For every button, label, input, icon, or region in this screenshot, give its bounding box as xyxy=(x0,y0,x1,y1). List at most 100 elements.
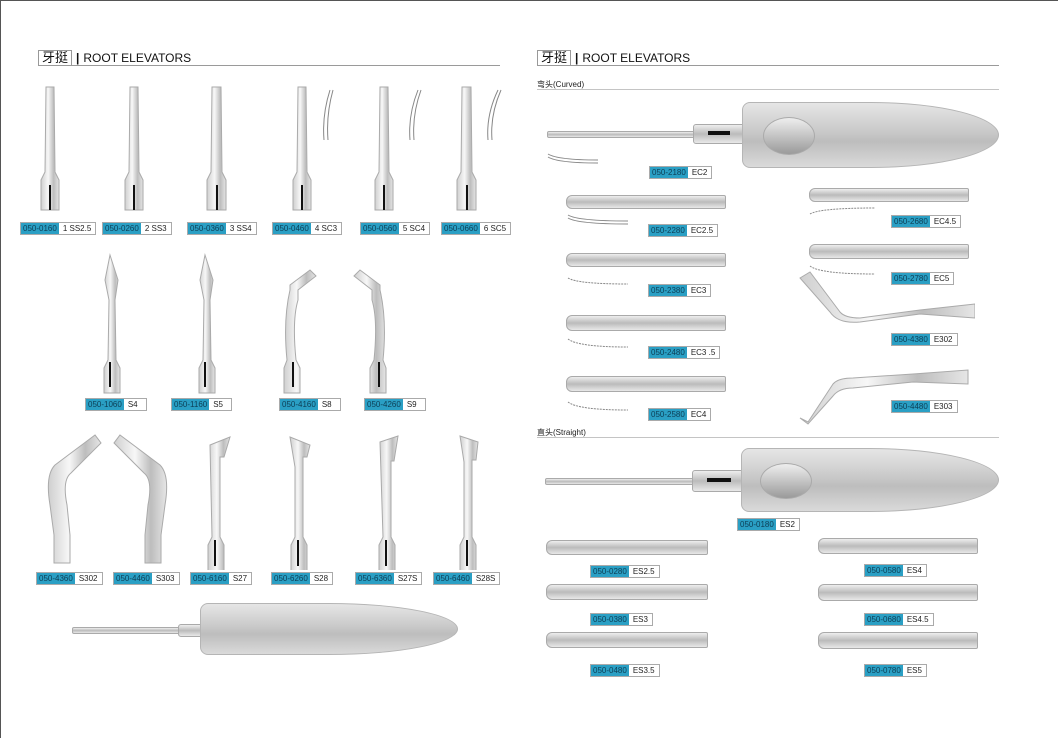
instrument-shaft xyxy=(546,632,708,648)
curved-tip-profile xyxy=(567,401,629,411)
product-code: 050-6460 xyxy=(434,573,472,584)
product-model: S8 xyxy=(321,400,332,409)
product-model: S302 xyxy=(78,574,98,583)
product-code: 050-0460 xyxy=(273,223,311,234)
product-model: S28 xyxy=(313,574,329,583)
product-code: 050-2280 xyxy=(649,225,687,236)
row1-instrument-images xyxy=(40,86,502,211)
product-code: 050-0680 xyxy=(865,614,903,625)
row3-instrument-images xyxy=(47,434,479,570)
curved-section-title: 弯头(Curved) xyxy=(537,80,585,89)
heading-separator: | xyxy=(76,51,80,65)
product-code: 050-2580 xyxy=(649,409,687,420)
product-model: 5 SC4 xyxy=(402,224,426,233)
product-model: ES4 xyxy=(906,566,922,575)
product-code: 050-2680 xyxy=(892,216,930,227)
product-code: 050-4160 xyxy=(280,399,318,410)
product-code: 050-0360 xyxy=(188,223,226,234)
product-code: 050-0160 xyxy=(21,223,59,234)
product-model: 4 SC3 xyxy=(314,224,338,233)
curved-tip-profile xyxy=(809,265,876,275)
product-model: S27 xyxy=(232,574,248,583)
instrument-shaft xyxy=(809,244,969,259)
product-model: ES4.5 xyxy=(906,615,929,624)
right-heading: 牙挺 | ROOT ELEVATORS xyxy=(537,50,690,66)
product-code: 050-2380 xyxy=(649,285,687,296)
product-model: EC2.5 xyxy=(690,226,714,235)
product-model: EC4 xyxy=(690,410,707,419)
instrument-shaft xyxy=(566,376,726,392)
instrument-shaft xyxy=(818,632,978,649)
instrument-shaft xyxy=(566,195,726,209)
product-model: ES5 xyxy=(906,666,922,675)
product-code: 050-0260 xyxy=(103,223,141,234)
product-code: 050-4380 xyxy=(892,334,930,345)
instrument-shaft xyxy=(809,188,969,202)
row2-instrument-images xyxy=(103,253,387,394)
angled-instrument-e302 xyxy=(799,271,975,323)
product-model: EC3 .5 xyxy=(690,348,716,357)
curved-tip-profile xyxy=(567,214,629,225)
product-model: S28S xyxy=(475,574,496,583)
heading-separator: | xyxy=(575,51,579,65)
straight-rule xyxy=(537,437,999,438)
curved-tip-profile xyxy=(547,153,599,164)
heading-cn: 牙挺 xyxy=(537,50,572,66)
instrument-shaft xyxy=(818,584,978,601)
curved-tip-profile xyxy=(809,207,876,215)
straight-main-ferrule xyxy=(692,470,744,492)
product-model: ES2 xyxy=(779,520,795,529)
product-model: ES3.5 xyxy=(632,666,655,675)
heading-cn: 牙挺 xyxy=(38,50,73,66)
product-model: S5 xyxy=(213,400,224,409)
product-model: S303 xyxy=(155,574,175,583)
product-code: 050-2780 xyxy=(892,273,930,284)
instrument-shaft xyxy=(566,253,726,267)
product-model: 1 SS2.5 xyxy=(62,224,92,233)
curved-main-handle xyxy=(742,102,999,168)
product-model: 6 SC5 xyxy=(483,224,507,233)
instrument-shaft xyxy=(566,315,726,331)
curved-tip-profile xyxy=(567,277,629,285)
left-heading: 牙挺 | ROOT ELEVATORS xyxy=(38,50,191,66)
product-code: 050-6360 xyxy=(356,573,394,584)
product-model: S4 xyxy=(127,400,138,409)
curved-main-shaft xyxy=(547,131,699,138)
product-model: ES2.5 xyxy=(632,567,655,576)
straight-main-shaft xyxy=(545,478,697,485)
product-model: EC3 xyxy=(690,286,707,295)
product-model: EC4.5 xyxy=(933,217,957,226)
product-code: 050-0780 xyxy=(865,665,903,676)
product-code: 050-4480 xyxy=(892,401,930,412)
instrument-shaft xyxy=(546,540,708,555)
product-code: 050-1160 xyxy=(172,399,210,410)
product-code: 050-0580 xyxy=(865,565,903,576)
product-code: 050-0180 xyxy=(738,519,776,530)
product-model: 2 SS3 xyxy=(144,224,167,233)
product-code: 050-1060 xyxy=(86,399,124,410)
